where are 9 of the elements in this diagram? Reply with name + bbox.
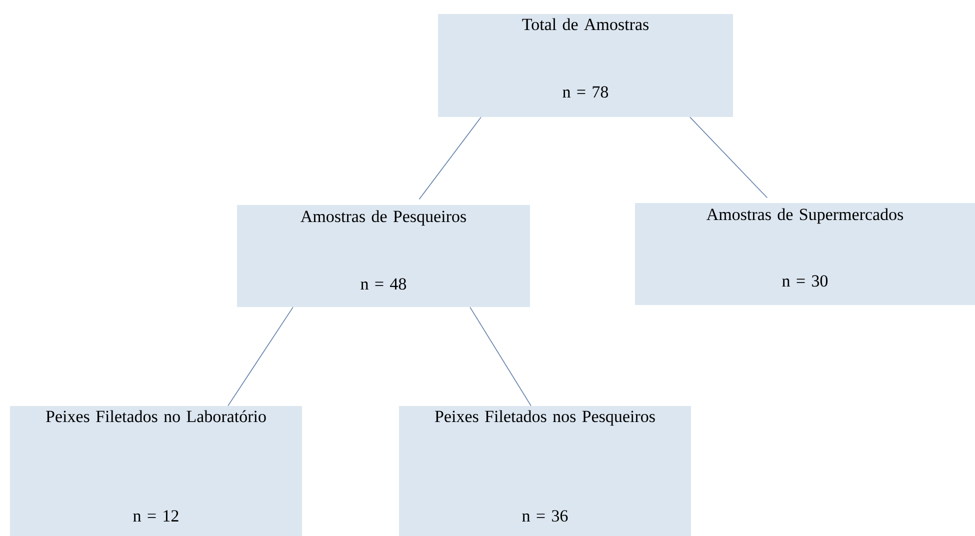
connector-line [470, 306, 532, 406]
text-box: Peixes Filetados nos Pesqueiros n = 36 [399, 406, 691, 536]
connector-line [418, 116, 482, 200]
connector-line [690, 116, 768, 198]
text-box: Amostras de Pesqueiros n = 48 [237, 205, 530, 307]
text-box: Amostras de Supermercados n = 30 [635, 203, 975, 305]
text-box: Total de Amostras n = 78 [438, 14, 733, 117]
connector-line [228, 306, 294, 406]
text-box: Peixes Filetados no Laboratório n = 12 [10, 406, 302, 536]
